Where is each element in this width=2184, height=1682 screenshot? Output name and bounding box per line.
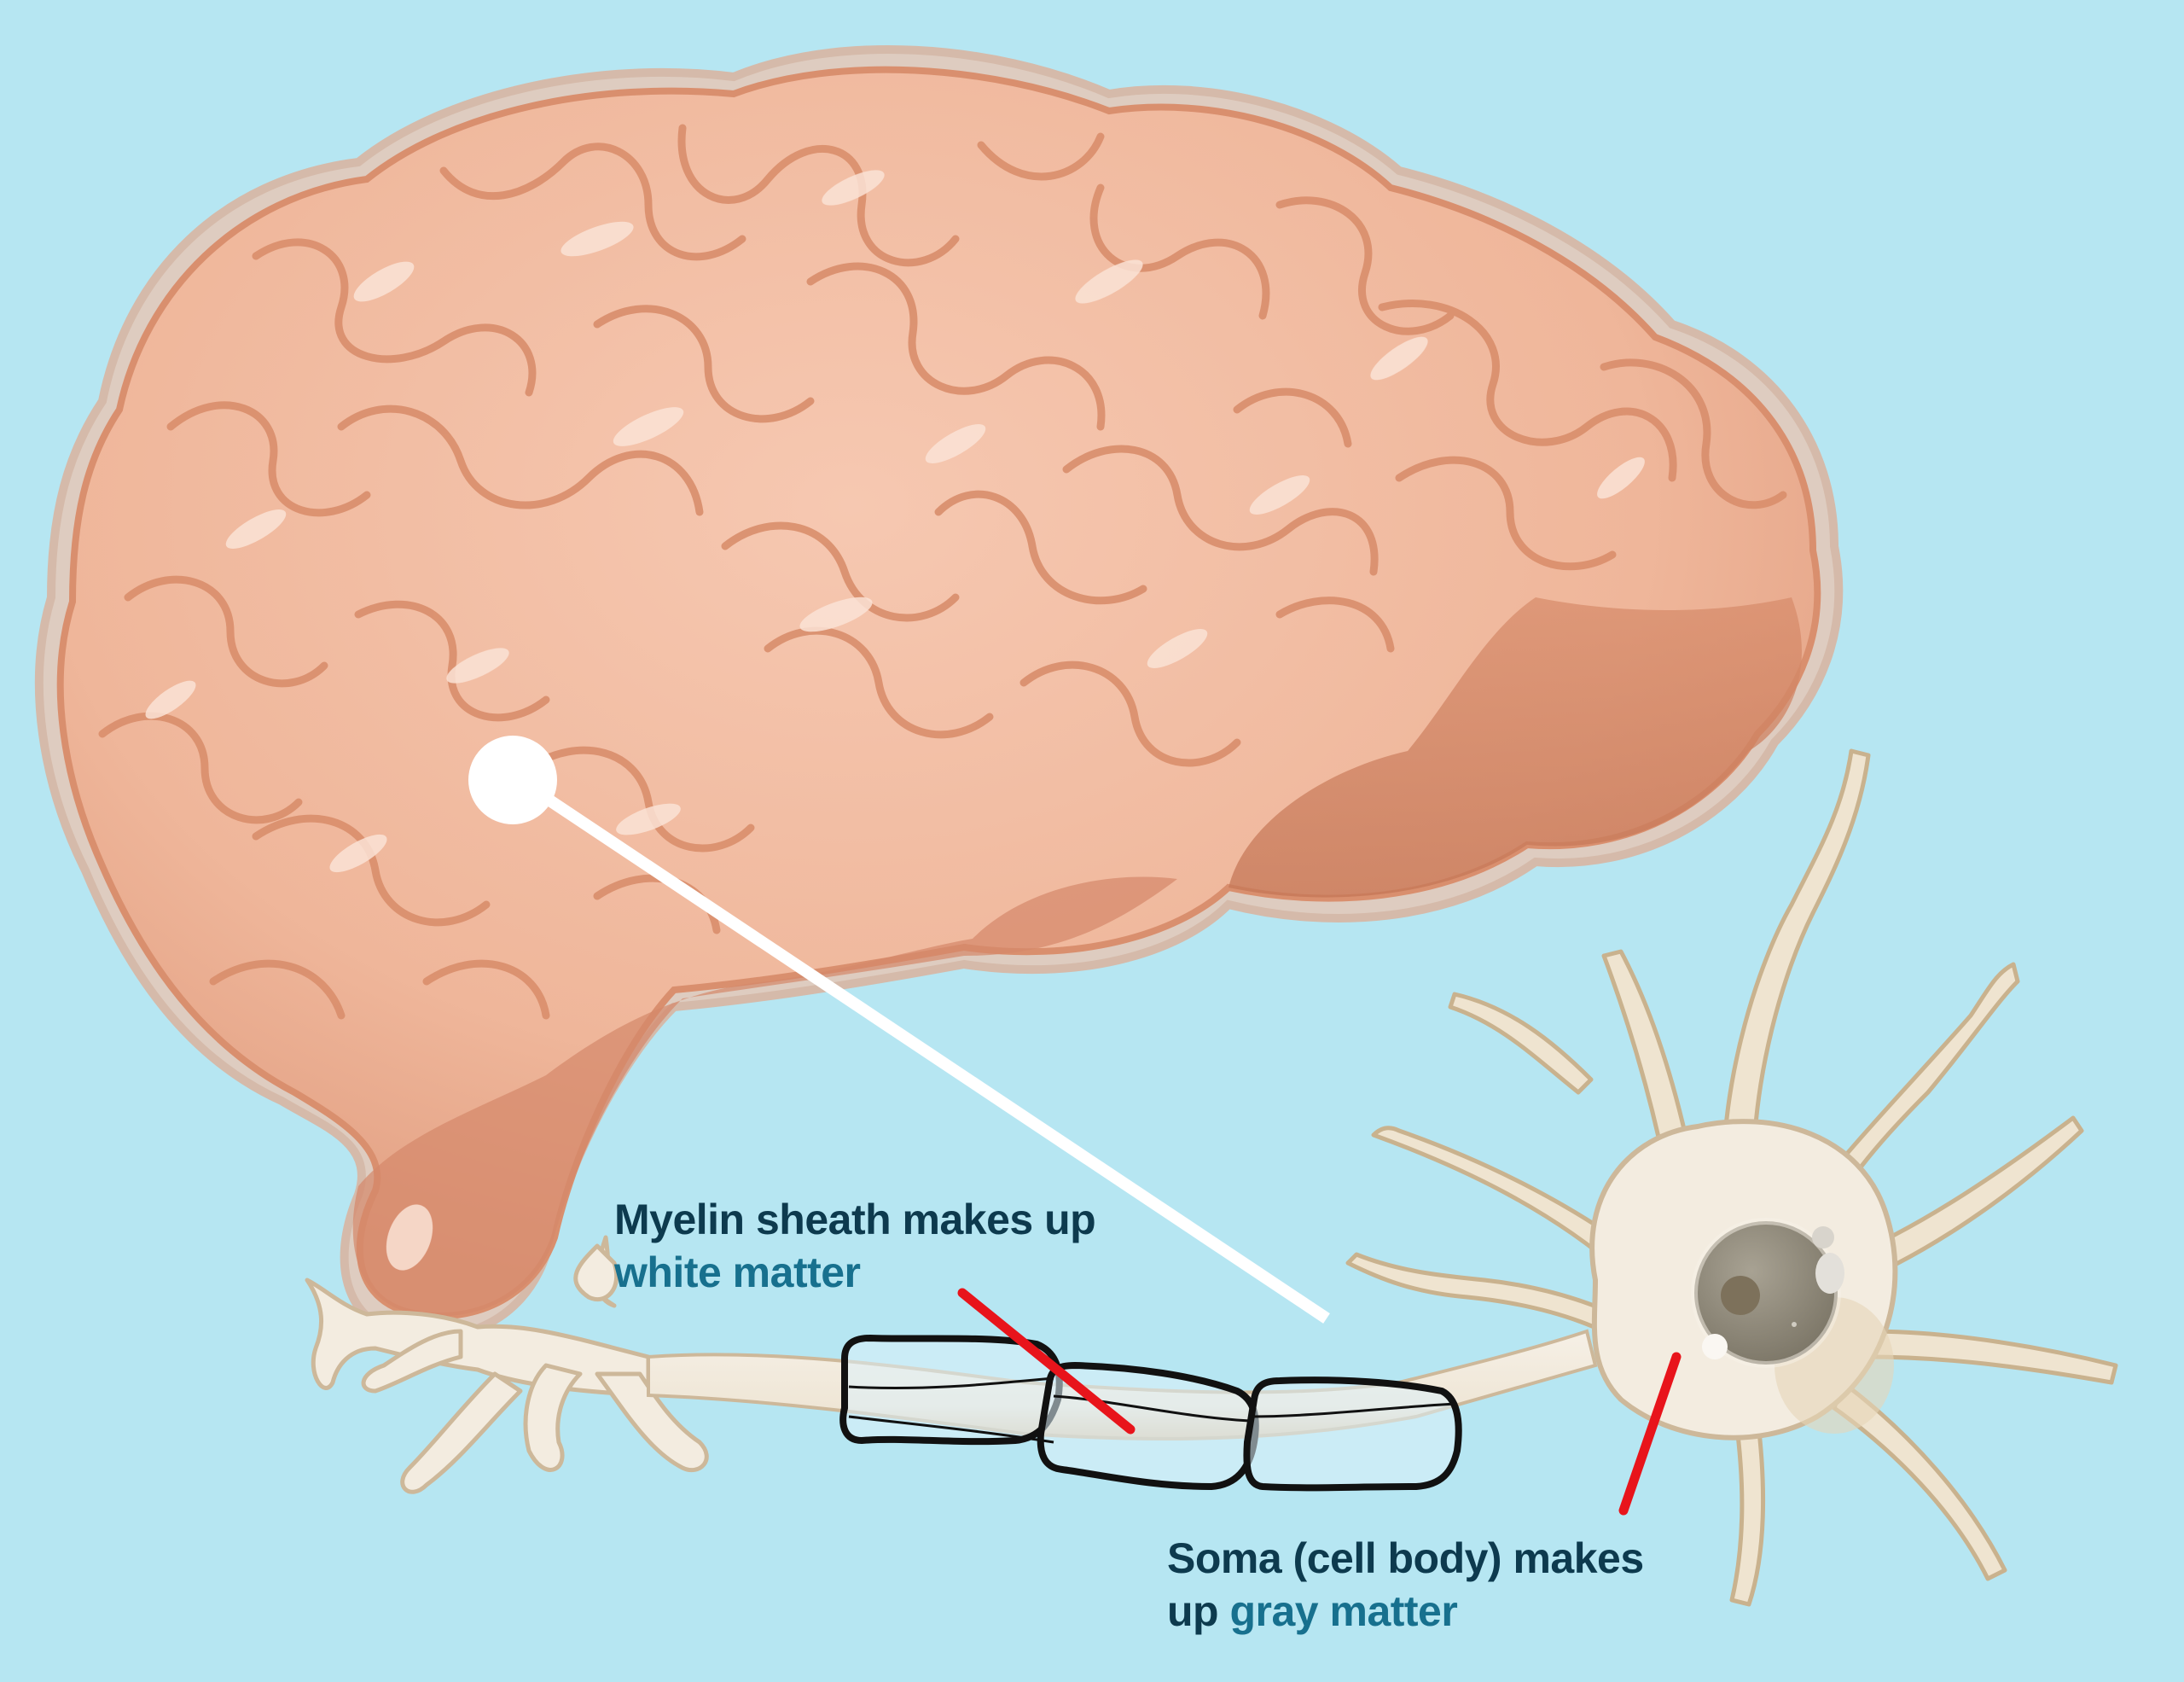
myelin-label-line1: Myelin sheath makes up [614,1196,1096,1243]
pointer-dot [468,736,557,824]
soma-indicator-line [1618,1352,1682,1516]
nucleus [1694,1221,1838,1365]
soma-label-prefix: up [1167,1587,1230,1635]
soma-label: Soma (cell body) makes up gray matter [1167,1532,1644,1638]
soma-label-line1: Soma (cell body) makes [1167,1534,1644,1582]
myelin-label-accent: white matter [614,1248,861,1296]
myelin-label: Myelin sheath makes up white matter [614,1193,1096,1299]
soma-label-accent: gray matter [1229,1587,1458,1635]
pointer-line [517,776,1330,1324]
myelin-indicator-line [957,1288,1136,1435]
soma-label-line2: up gray matter [1167,1585,1644,1638]
